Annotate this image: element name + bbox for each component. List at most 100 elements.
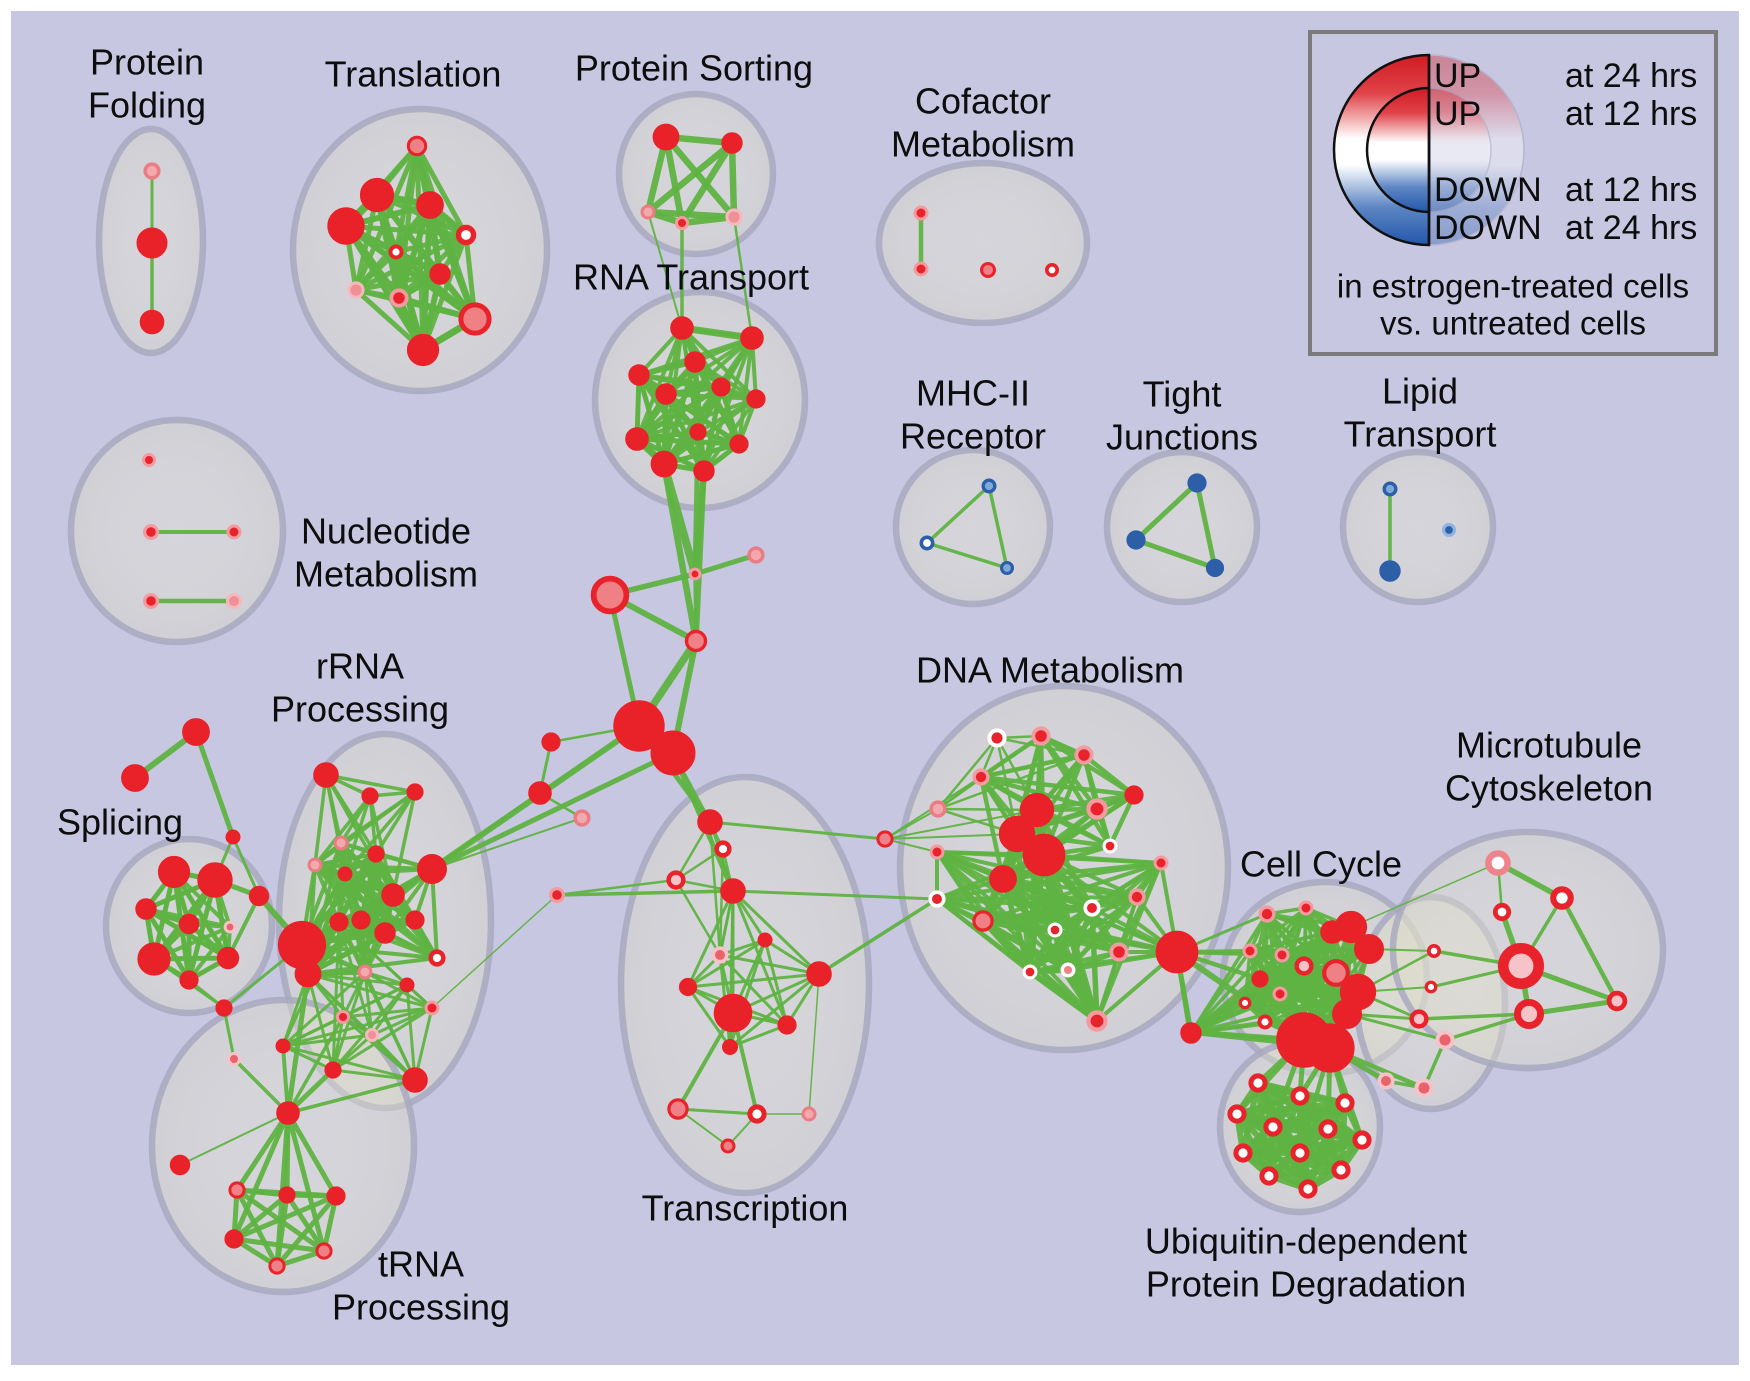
cluster-protein-folding-label-line1: Protein: [90, 42, 204, 83]
node-t6: [429, 263, 451, 285]
edge-rr15-rr21: [331, 983, 409, 1072]
edge-tx13-tx7: [808, 973, 820, 1115]
edge-rr2-rr8: [391, 790, 417, 897]
cluster-cell-cycle-label-line1: Cell Cycle: [1240, 844, 1402, 885]
node-rr20: [227, 1052, 241, 1066]
node-dm22: [1086, 1010, 1108, 1032]
node-cf0: [913, 205, 929, 221]
node-dm19: [1109, 942, 1129, 962]
node-sp1: [197, 862, 233, 898]
node-mt7: [1606, 990, 1628, 1012]
node-rr2: [406, 783, 424, 801]
edge-tx7-dm14: [817, 897, 939, 976]
node-tn4: [224, 1229, 244, 1249]
node-dm8: [998, 815, 1036, 853]
node-tx12: [747, 1104, 767, 1124]
edge-dm16-dm21: [1066, 895, 1139, 972]
node-cc6: [1294, 956, 1314, 976]
edge-m0-m2: [987, 484, 1009, 570]
node-mt5: [1498, 942, 1545, 989]
node-dm2: [1074, 745, 1094, 765]
node-lt1: [1379, 560, 1401, 582]
edge-tx5-tx9: [718, 953, 789, 1027]
node-lt2: [1441, 523, 1456, 538]
legend-row4-direction: DOWN: [1434, 209, 1542, 247]
node-nm1: [143, 523, 160, 540]
edge-rrB2-rr23: [285, 971, 311, 1116]
node-lb2: [573, 809, 591, 827]
node-rr10: [351, 910, 371, 930]
edge-dm14-dm16: [935, 895, 1139, 901]
legend-box: [1308, 30, 1718, 356]
edge-cc4-cc15: [1189, 949, 1252, 1035]
legend-row4-time: at 24 hrs: [1565, 209, 1697, 247]
cluster-rrna-processing-label-line2: Processing: [271, 689, 449, 730]
node-dm6: [1086, 798, 1108, 820]
edge-cc13-mt9: [1345, 1012, 1447, 1042]
edge-tn3-tn6: [274, 1193, 339, 1269]
node-sp5: [137, 942, 171, 976]
node-ps2: [640, 204, 656, 220]
node-h1: [747, 546, 765, 564]
node-m2: [1000, 561, 1015, 576]
node-dm11: [929, 844, 945, 860]
node-rt0: [670, 316, 694, 340]
cluster-splicing-label-line1: Splicing: [57, 802, 183, 843]
legend-circle-inner-left: [1365, 86, 1431, 214]
edge-dm13-dm14: [935, 861, 1163, 901]
node-mt9: [1435, 1030, 1455, 1050]
edge-lb3-tx2: [555, 878, 678, 897]
cluster-lipid-transport-label-line2: Transport: [1344, 414, 1497, 455]
node-mt0: [1485, 850, 1511, 876]
edge-rr4-rr5: [313, 852, 378, 867]
node-t7: [347, 281, 365, 299]
edge-rt7-h0: [692, 429, 701, 577]
node-nm3: [143, 592, 160, 609]
edge-m1-m2: [925, 541, 1009, 570]
legend-row1-time: at 24 hrs: [1565, 57, 1697, 95]
node-rt11: [693, 460, 715, 482]
node-tr2: [225, 829, 241, 845]
edge-rt0-rt6: [680, 326, 758, 401]
edge-dm0-dm4: [936, 736, 999, 811]
node-tx13: [801, 1106, 817, 1122]
edge-m0-m1: [925, 484, 991, 545]
edge-tj0-tj2: [1194, 480, 1218, 571]
node-tx1: [714, 840, 732, 858]
edge-lb2-rr7: [431, 817, 583, 870]
node-ub6: [1352, 1130, 1372, 1150]
node-dm9: [1022, 833, 1066, 877]
edge-rt3-rt5: [636, 372, 724, 390]
edge-ps4-rt1: [732, 215, 754, 340]
cluster-microtubule-cytoskeleton-label-line1: Microtubule: [1456, 725, 1642, 766]
node-rr5: [367, 845, 385, 863]
edge-t2-t9: [427, 202, 478, 322]
edge-tx11-tx12: [676, 1107, 759, 1116]
edge-dm15-dm21: [981, 919, 1070, 972]
node-m0: [981, 478, 997, 494]
node-rt9: [729, 434, 749, 454]
nodes: [121, 123, 1628, 1275]
node-h5: [650, 730, 696, 776]
node-h4: [613, 700, 665, 752]
edge-t0-t4: [414, 143, 469, 238]
legend-row1-direction: UP: [1434, 57, 1481, 95]
node-dm14: [928, 890, 946, 908]
node-sp0: [157, 855, 191, 889]
node-cc13: [1332, 999, 1362, 1029]
edge-rrB2-rr17: [306, 972, 434, 1010]
edge-rr17-rr19: [281, 1006, 434, 1048]
legend-row3-direction: DOWN: [1434, 171, 1542, 209]
cluster-ubiquitin-protein-degradation-label-line1: Ubiquitin-dependent: [1145, 1221, 1467, 1262]
node-dm17: [1083, 899, 1101, 917]
legend-circle-inner-right: [1428, 87, 1492, 213]
legend-row3-time: at 12 hrs: [1565, 171, 1697, 209]
edge-tx6-tx10: [686, 985, 732, 1049]
node-tn5: [315, 1242, 333, 1260]
node-rt4: [655, 383, 677, 405]
node-sp7: [216, 946, 240, 970]
node-rt6: [746, 389, 766, 409]
cluster-tight-junctions-label-line2: Junctions: [1106, 417, 1258, 458]
edge-rr6-rr11: [342, 871, 388, 936]
edge-rr0-rr4: [313, 773, 328, 867]
